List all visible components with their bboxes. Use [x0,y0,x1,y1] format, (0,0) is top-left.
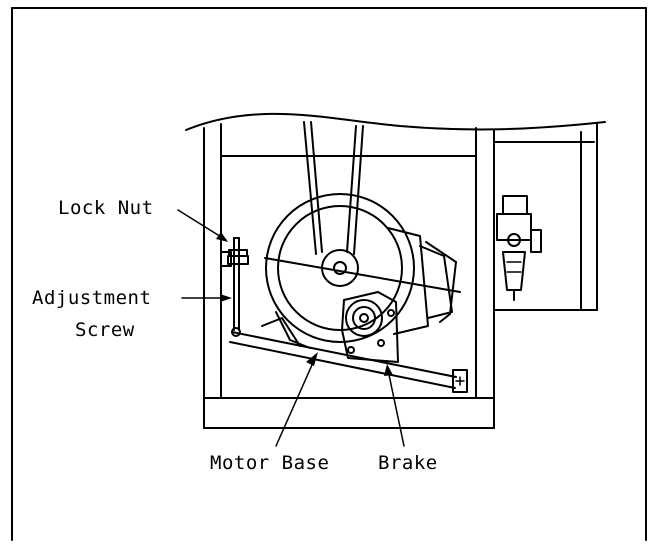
cabinet-enclosure [185,112,606,429]
label-brake: Brake [378,452,438,474]
label-adjustment: Adjustment [32,287,151,309]
motor-body [264,227,461,335]
label-screw: Screw [75,319,135,341]
brake-assembly [341,291,399,363]
filter-regulator [496,195,542,301]
motor-pulley [265,193,415,343]
label-lock-nut: Lock Nut [58,197,154,219]
drawing-border [11,7,647,541]
drive-belts [303,121,364,255]
adjustment-screw [220,237,248,337]
label-motor-base: Motor Base [210,452,329,474]
lock-nut [227,255,249,265]
motor-base-plate [229,331,468,393]
leader-lines [177,209,405,447]
